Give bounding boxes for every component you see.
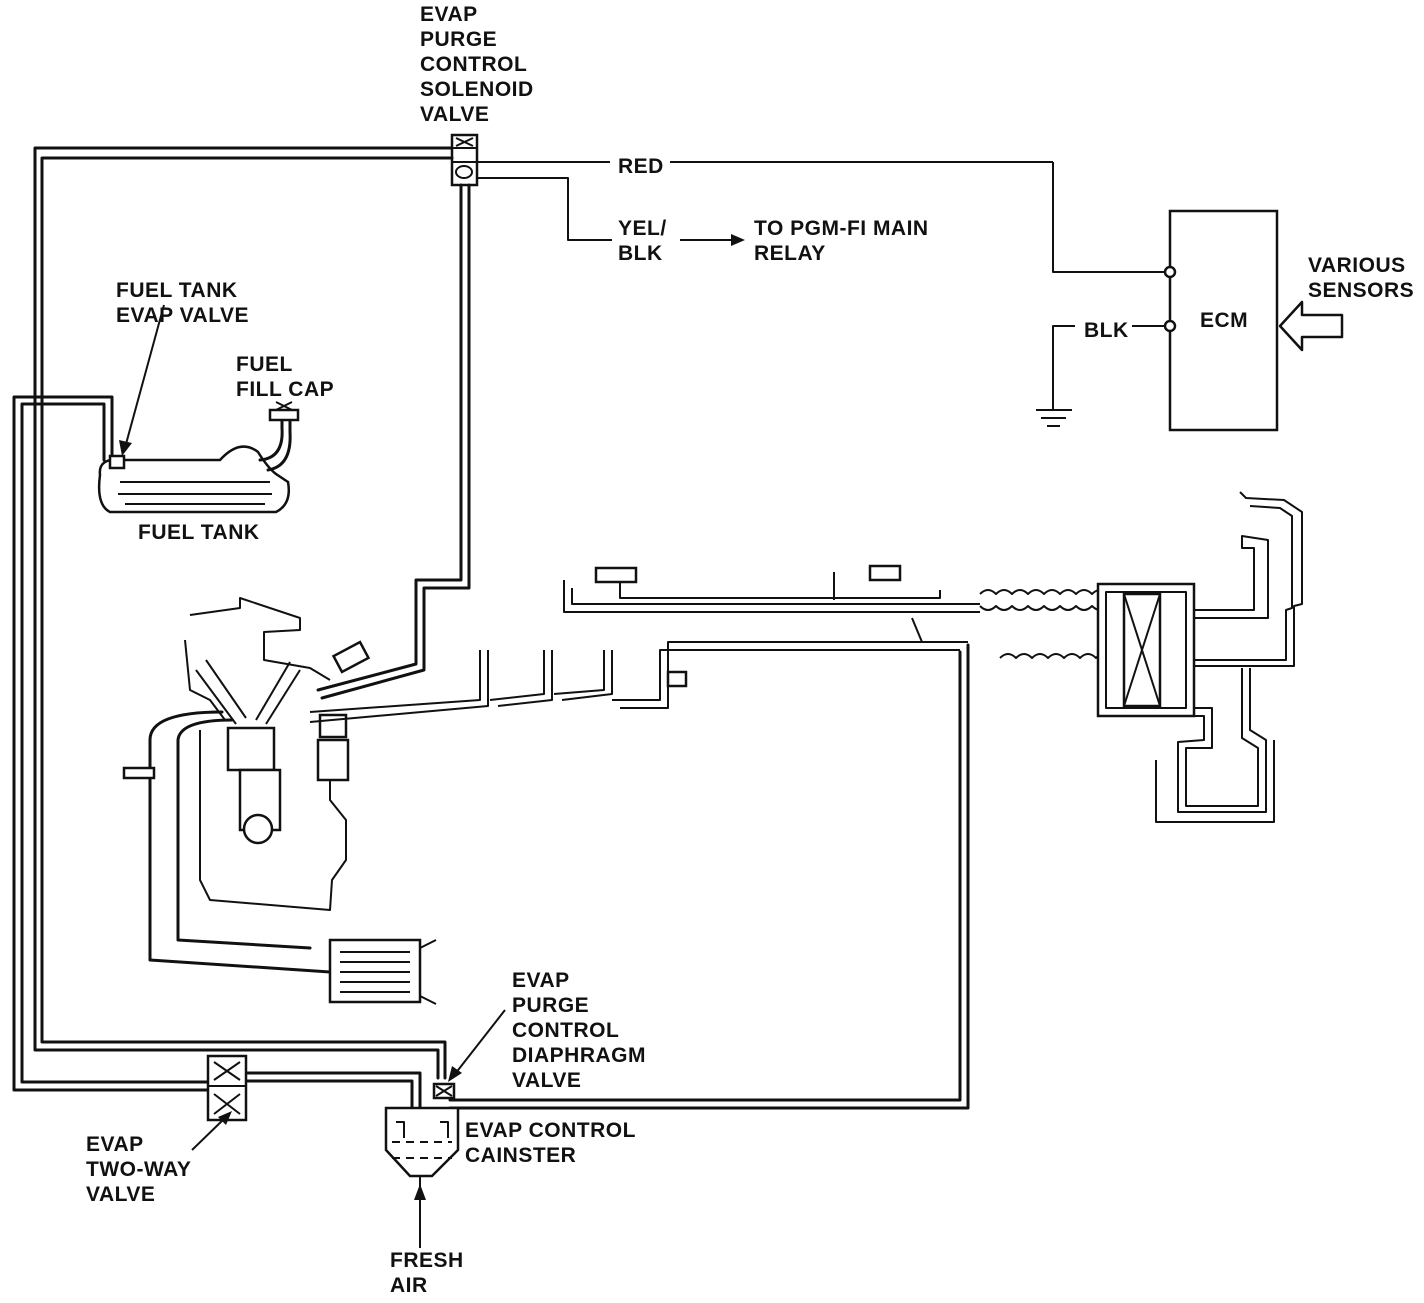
leader-arrows	[119, 304, 506, 1248]
label-purge-control-solenoid-valve: EVAP PURGE CONTROL SOLENOID VALVE	[420, 3, 534, 126]
engine	[122, 597, 437, 1005]
label-evap-control-canister: EVAP CONTROL CAINSTER	[465, 1119, 636, 1167]
wiring	[477, 161, 1172, 410]
label-various-sensors: VARIOUS SENSORS	[1308, 254, 1415, 302]
label-wire-red: RED	[618, 155, 664, 178]
vapor-hoses	[12, 146, 970, 1110]
ground-symbol	[1036, 409, 1072, 427]
sensors-arrow	[1278, 300, 1344, 352]
purge-solenoid-valve	[450, 133, 479, 187]
intake-manifold	[309, 564, 1109, 723]
evap-canister	[384, 1082, 460, 1188]
label-pgm-fi-main-relay: TO PGM-FI MAIN RELAY	[754, 217, 929, 265]
label-wire-blk: BLK	[1084, 319, 1129, 342]
fuel-tank	[97, 401, 300, 514]
label-purge-control-diaphragm-valve: EVAP PURGE CONTROL DIAPHRAGM VALVE	[512, 969, 646, 1092]
purge-line	[316, 183, 471, 700]
label-ecm: ECM	[1200, 309, 1249, 332]
label-fuel-fill-cap: FUEL FILL CAP	[236, 353, 335, 401]
label-fresh-air: FRESH AIR	[390, 1249, 464, 1297]
ecm-box	[1163, 209, 1279, 432]
air-cleaner	[1096, 491, 1303, 823]
label-evap-two-way-valve: EVAP TWO-WAY VALVE	[86, 1133, 192, 1206]
label-fuel-tank: FUEL TANK	[138, 521, 260, 544]
two-way-valve	[206, 1054, 248, 1122]
label-wire-yel-blk: YEL/ BLK	[618, 217, 667, 265]
label-fuel-tank-evap-valve: FUEL TANK EVAP VALVE	[116, 279, 249, 327]
